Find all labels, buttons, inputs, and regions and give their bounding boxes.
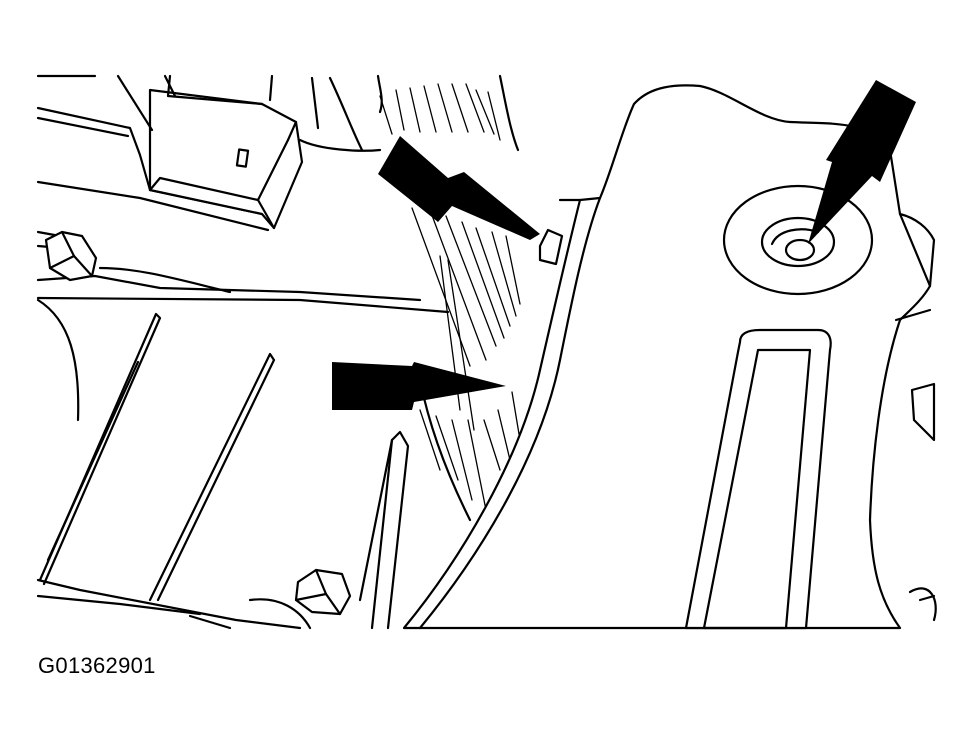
left-housing — [36, 74, 450, 630]
bracket-slot — [684, 328, 832, 630]
arrow-middle-left — [332, 362, 506, 410]
bolt-hole-center — [784, 238, 816, 262]
connector-block — [148, 88, 304, 230]
connector-slot — [235, 148, 250, 168]
bolt-hole-ring — [760, 216, 836, 268]
bracket-clip — [538, 228, 564, 266]
bolt-hole-outer — [722, 184, 874, 296]
bracket — [402, 84, 937, 630]
figure-id-label: G01362901 — [38, 653, 156, 678]
wire-harness — [376, 74, 521, 522]
arrow-upper-left — [378, 136, 540, 240]
arrow-upper-right — [808, 80, 916, 244]
callout-arrows — [332, 80, 916, 410]
lower-bolt — [294, 568, 352, 616]
